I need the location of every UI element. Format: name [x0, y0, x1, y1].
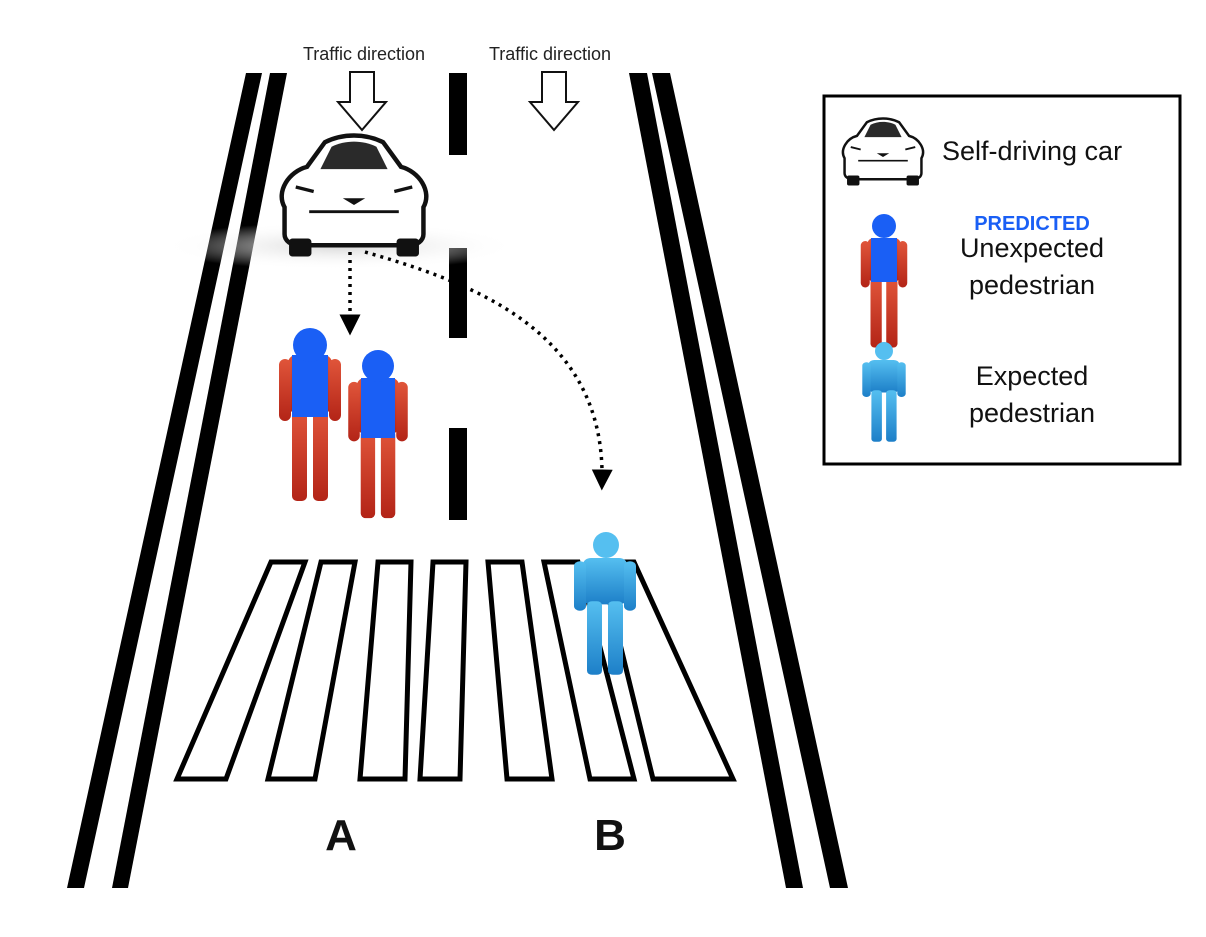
legend: Self-driving car PREDICTED Unexpected pe… — [822, 94, 1182, 466]
expected-pedestrian-icon — [862, 342, 906, 442]
legend-predicted-tag: PREDICTED — [974, 213, 1090, 235]
traffic-direction-left: Traffic direction — [303, 44, 425, 131]
road-left-edge — [67, 73, 287, 888]
down-arrow-icon — [337, 71, 387, 131]
unexpected-pedestrian-icon — [860, 214, 908, 348]
trajectory-to-B — [364, 250, 613, 491]
legend-expected-line2: pedestrian — [969, 398, 1095, 428]
lane-divider — [449, 73, 467, 520]
lane-label-A: A — [325, 811, 357, 860]
traffic-label-left: Traffic direction — [303, 44, 425, 64]
unexpected-pedestrian-1 — [279, 328, 341, 501]
legend-unexpected-line2: pedestrian — [969, 270, 1095, 300]
crosswalk — [173, 559, 737, 782]
expected-pedestrian — [574, 532, 636, 675]
unexpected-pedestrian-2 — [348, 350, 408, 519]
legend-car-label: Self-driving car — [942, 136, 1122, 166]
legend-unexpected-line1: Unexpected — [960, 233, 1104, 263]
legend-expected-line1: Expected — [976, 361, 1089, 391]
road-right-edge — [629, 73, 848, 888]
traffic-label-right: Traffic direction — [489, 44, 611, 64]
down-arrow-icon — [529, 71, 579, 131]
lane-label-B: B — [594, 811, 626, 860]
traffic-direction-right: Traffic direction — [489, 44, 611, 131]
self-driving-car — [282, 136, 427, 257]
